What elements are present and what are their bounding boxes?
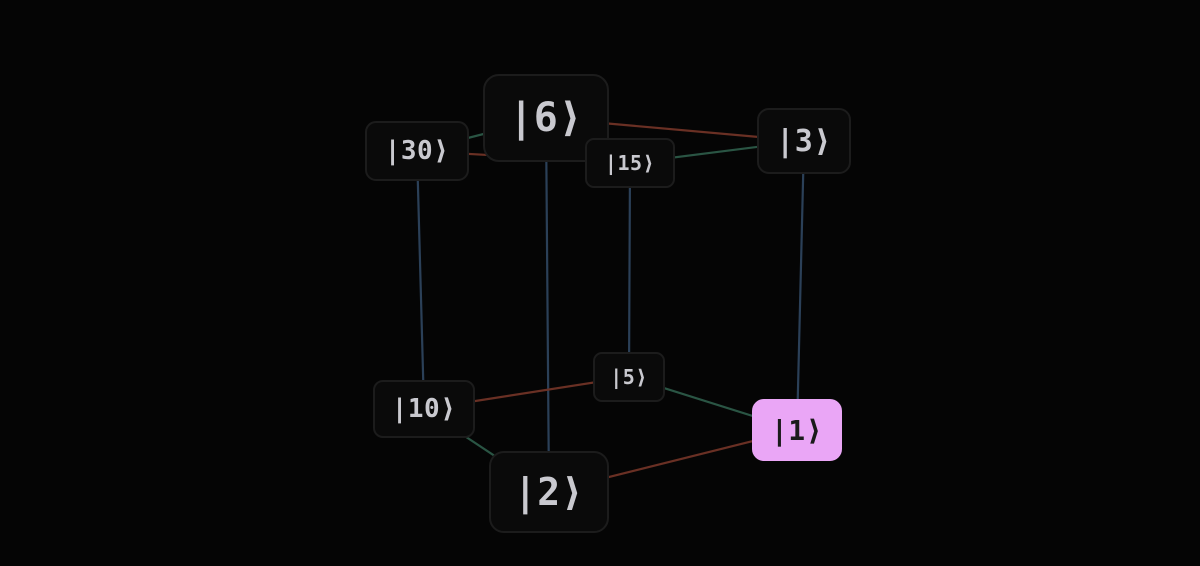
node-30[interactable]: |30⟩ (365, 121, 469, 181)
node-5[interactable]: |5⟩ (593, 352, 665, 402)
node-3[interactable]: |3⟩ (757, 108, 851, 174)
node-10[interactable]: |10⟩ (373, 380, 475, 438)
edge-15-5 (627, 161, 632, 379)
edge-3-1 (795, 139, 806, 432)
node-2[interactable]: |2⟩ (489, 451, 609, 533)
edge-30-10 (415, 149, 426, 411)
edge-6-2 (544, 116, 551, 494)
node-1[interactable]: |1⟩ (752, 399, 842, 461)
node-15[interactable]: |15⟩ (585, 138, 675, 188)
